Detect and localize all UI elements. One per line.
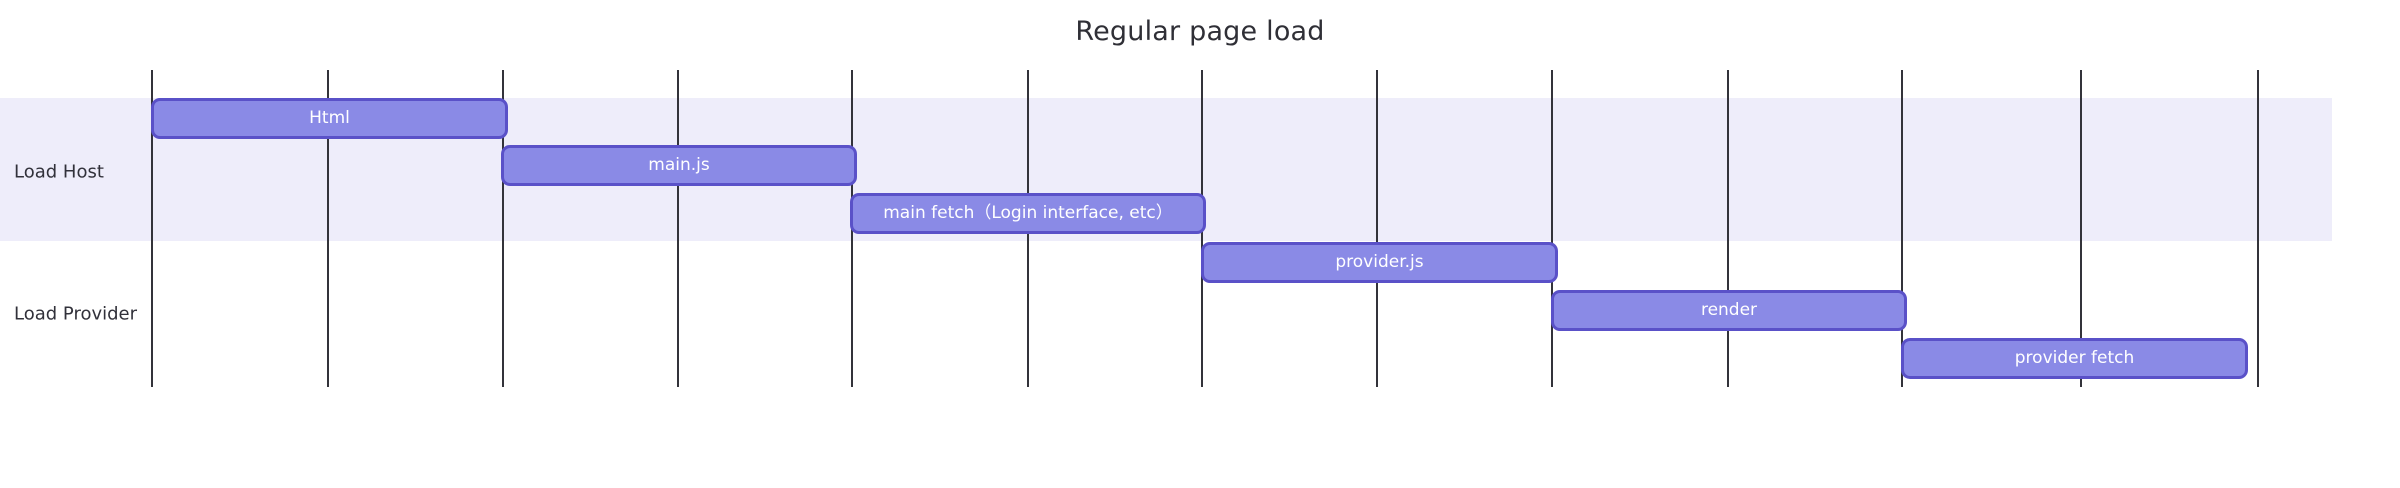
gridline-10 <box>1901 70 1903 387</box>
task-bar-html[interactable]: Html <box>151 98 508 139</box>
gridline-12 <box>2257 70 2259 387</box>
task-label: main.js <box>648 155 710 175</box>
gridline-0 <box>151 70 153 387</box>
task-bar-provider-fetch[interactable]: provider fetch <box>1901 338 2248 379</box>
gridline-3 <box>677 70 679 387</box>
section-label-load-host: Load Host <box>14 161 104 183</box>
task-label: provider.js <box>1335 252 1424 272</box>
gridline-8 <box>1551 70 1553 387</box>
section-label-load-provider: Load Provider <box>14 303 138 325</box>
task-bar-main-js[interactable]: main.js <box>501 145 857 186</box>
task-label: render <box>1700 300 1758 320</box>
gridline-7 <box>1376 70 1378 387</box>
chart-title: Regular page load <box>1075 16 1325 47</box>
task-bar-provider-js[interactable]: provider.js <box>1201 242 1558 283</box>
gridline-9 <box>1727 70 1729 387</box>
gridline-1 <box>327 70 329 387</box>
gridline-11 <box>2080 70 2082 387</box>
task-label: Html <box>309 108 350 128</box>
task-bar-render[interactable]: render <box>1551 290 1907 331</box>
task-label: main fetch（Login interface, etc） <box>883 203 1173 223</box>
task-bar-main-fetch[interactable]: main fetch（Login interface, etc） <box>850 193 1206 234</box>
gridline-2 <box>502 70 504 387</box>
task-label: provider fetch <box>2014 348 2135 368</box>
